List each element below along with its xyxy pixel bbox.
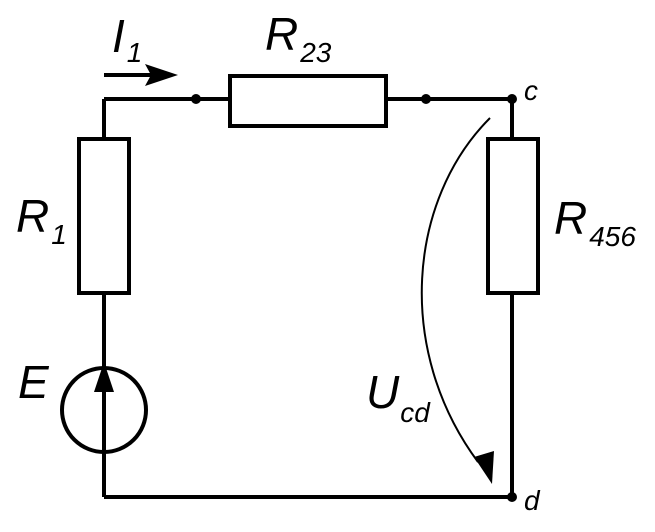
label-i1: I1 [112, 10, 142, 68]
resistor-r456 [486, 137, 540, 295]
resistor-r1 [77, 137, 131, 295]
current-arrow [104, 64, 178, 86]
resistor-r23 [228, 74, 388, 128]
current-arrow-head [145, 64, 178, 86]
voltage-arrow-head [474, 451, 494, 484]
label-ucd: Ucd [366, 366, 431, 428]
junction-dot-right [421, 94, 431, 104]
source-arrow-head [94, 362, 114, 392]
node-d-dot [507, 492, 517, 502]
voltage-arrow [420, 117, 494, 484]
voltage-source-e [60, 362, 148, 454]
label-e: E [18, 356, 50, 408]
label-r23: R23 [265, 8, 332, 68]
label-node-c: c [524, 75, 538, 106]
voltage-arrow-curve [420, 117, 491, 463]
wires [102, 97, 514, 499]
node-c-dot [507, 94, 517, 104]
label-node-d: d [524, 485, 541, 516]
junction-dot-left [191, 94, 201, 104]
label-r456: R456 [554, 192, 636, 252]
label-r1: R1 [16, 190, 67, 250]
